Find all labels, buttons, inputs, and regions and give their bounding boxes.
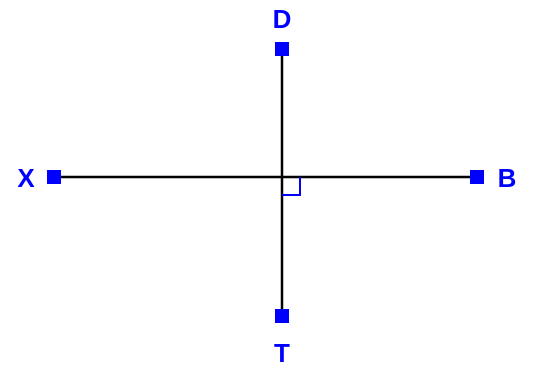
point-b-marker (470, 170, 484, 184)
point-b-label: B (498, 163, 517, 193)
point-t-marker (275, 309, 289, 323)
point-x-label: X (17, 163, 35, 193)
point-x-marker (47, 170, 61, 184)
point-d-marker (275, 42, 289, 56)
point-t-label: T (274, 338, 290, 368)
right-angle-marker (282, 177, 301, 196)
point-d-label: D (273, 4, 292, 34)
